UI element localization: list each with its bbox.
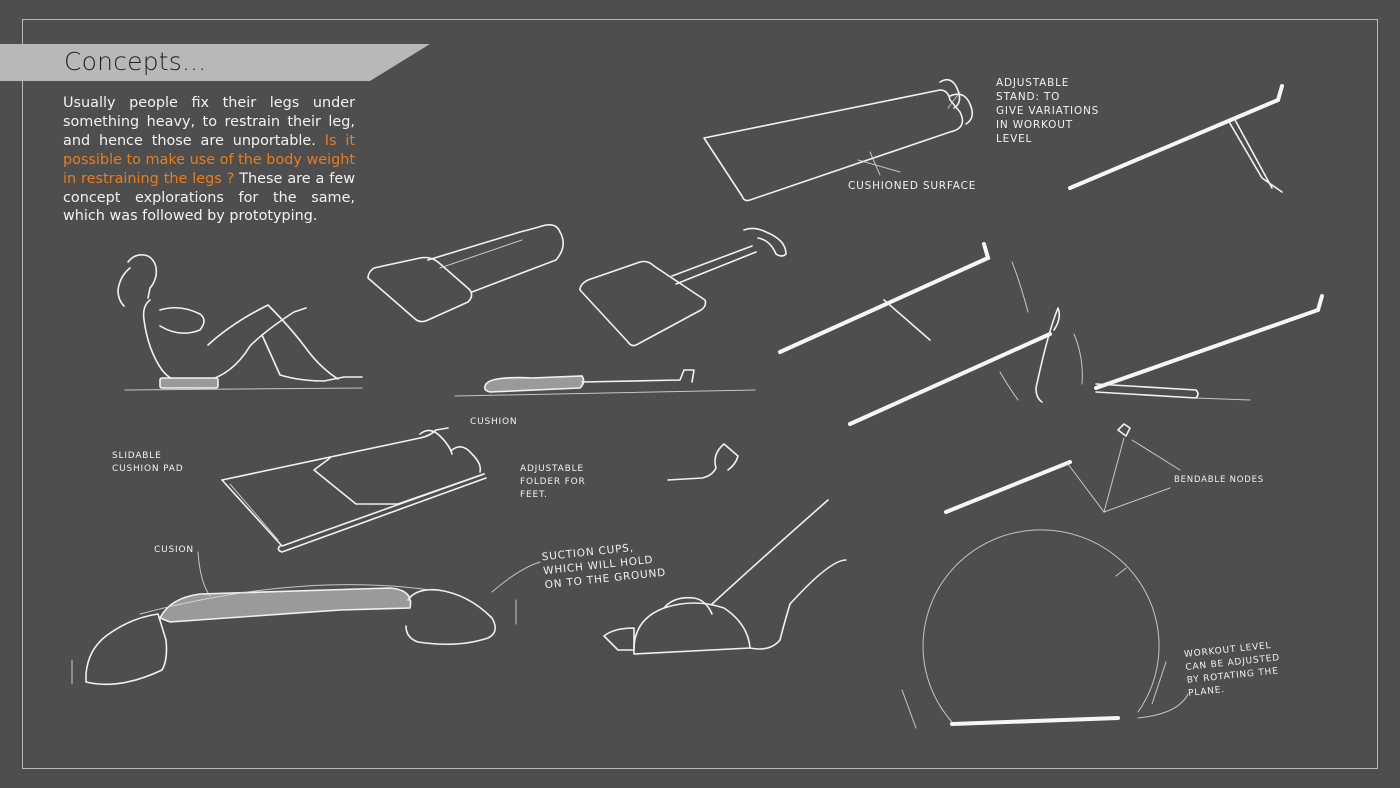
intro-highlight: Is it possible to make use of the body w… xyxy=(63,132,355,187)
note-adjustable-stand: ADJUSTABLE STAND: TO GIVE VARIATIONS IN … xyxy=(996,77,1100,145)
slidable-board-sketch xyxy=(221,427,487,553)
intro-text-part1: Usually people fix their legs under some… xyxy=(63,95,355,149)
flat-board-sketch-2 xyxy=(579,227,787,347)
intro-text-part2: These are a few concept explorations for… xyxy=(63,170,355,225)
flat-board-sketch-1 xyxy=(367,224,564,323)
folding-bar-sketch-2 xyxy=(848,307,1061,426)
note-workout-level: WORKOUT LEVEL CAN BE ADJUSTED BY ROTATIN… xyxy=(1183,640,1281,699)
suction-cup-sketch xyxy=(603,499,847,655)
bendable-bar-sketch xyxy=(944,423,1181,514)
note-slidable-pad: SLIDABLE CUSHION PAD xyxy=(112,451,184,474)
intro-paragraph: Usually people fix their legs under some… xyxy=(63,94,355,226)
note-adjustable-folder: ADJUSTABLE FOLDER FOR FEET. xyxy=(520,464,586,500)
side-profile-board-sketch xyxy=(454,369,756,397)
cushion-handle-sketch xyxy=(71,551,541,686)
note-cusion: CUSION xyxy=(154,545,194,555)
side-bench-sketch xyxy=(1068,84,1284,193)
folding-bar-sketch-3 xyxy=(1073,294,1324,401)
person-situp-sketch xyxy=(117,254,363,391)
title-banner xyxy=(0,44,430,81)
folding-bar-sketch-1 xyxy=(778,242,1029,354)
note-cushioned-surface: CUSHIONED SURFACE xyxy=(848,180,977,192)
slide-frame xyxy=(22,19,1378,769)
inclined-bench-sketch xyxy=(703,78,974,202)
note-cushion: CUSHION xyxy=(470,417,518,427)
rotating-plane-sketch xyxy=(901,529,1189,729)
foot-hook-sketch xyxy=(667,443,739,481)
slide-title: Concepts... xyxy=(64,47,207,76)
note-bendable-nodes: BENDABLE NODES xyxy=(1174,475,1264,485)
